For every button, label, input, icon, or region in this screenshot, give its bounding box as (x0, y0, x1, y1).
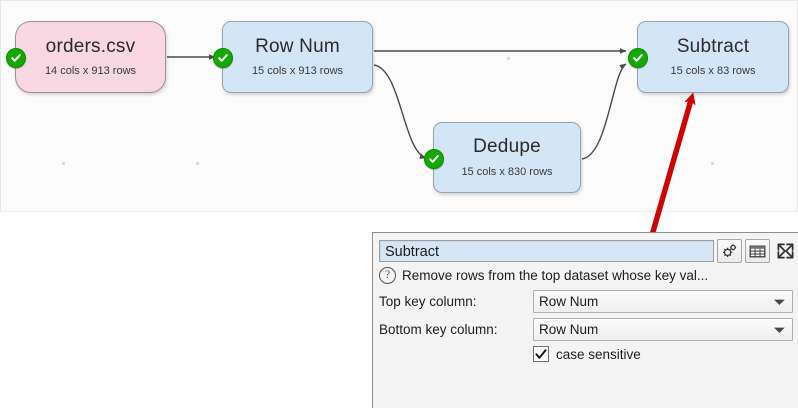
node-title: Subtract (676, 35, 750, 57)
status-ok-icon (6, 48, 26, 68)
node-subtitle: 14 cols x 913 rows (44, 65, 137, 78)
node-title: Dedupe (473, 136, 541, 158)
case-sensitive-label: case sensitive (556, 346, 641, 362)
settings-gears-icon[interactable] (717, 239, 742, 263)
checkmark-icon (535, 348, 547, 359)
node-title: orders.csv (45, 35, 136, 57)
status-ok-icon (628, 48, 648, 68)
chevron-down-icon (773, 294, 786, 309)
panel-title-row: Subtract (379, 239, 798, 263)
grid-dot (196, 162, 199, 165)
status-ok-icon (213, 48, 233, 68)
node-row-num[interactable]: Row Num 15 cols x 913 rows (213, 21, 373, 93)
grid-dot (62, 162, 65, 165)
node-subtitle: 15 cols x 913 rows (251, 65, 344, 78)
grid-dot (507, 57, 510, 60)
grid-dot (711, 162, 714, 165)
node-title: Row Num (255, 35, 340, 57)
top-key-column-combobox[interactable]: Row Num (533, 290, 793, 313)
node-subtract[interactable]: Subtract 15 cols x 83 rows (628, 21, 789, 93)
bottom-key-column-label: Bottom key column: (379, 322, 498, 337)
bottom-key-column-row: Bottom key column: Row Num (379, 318, 798, 341)
node-orders-csv[interactable]: orders.csv 14 cols x 913 rows (6, 21, 166, 93)
case-sensitive-row: case sensitive (379, 346, 798, 362)
top-key-column-label: Top key column: (379, 294, 477, 309)
bottom-key-column-value: Row Num (539, 322, 599, 337)
edge-rownum-to-dedupe (373, 64, 427, 159)
node-dedupe[interactable]: Dedupe 15 cols x 830 rows (424, 122, 581, 193)
status-ok-icon (424, 148, 444, 169)
node-name-input[interactable]: Subtract (379, 240, 714, 262)
node-subtitle: 15 cols x 830 rows (461, 165, 553, 178)
node-subtitle: 15 cols x 83 rows (670, 65, 756, 78)
flow-canvas[interactable]: orders.csv 14 cols x 913 rows Row Num 15… (0, 0, 798, 212)
edge-dedupe-to-subtract (581, 63, 627, 160)
table-grid-icon[interactable] (745, 239, 770, 263)
case-sensitive-checkbox[interactable] (533, 346, 549, 362)
top-key-column-value: Row Num (539, 294, 599, 309)
top-key-column-row: Top key column: Row Num (379, 290, 798, 313)
help-question-icon[interactable]: ? (379, 267, 396, 284)
bottom-key-column-combobox[interactable]: Row Num (533, 318, 793, 341)
help-row: ? Remove rows from the top dataset whose… (379, 267, 798, 284)
expand-icon[interactable] (773, 239, 798, 263)
properties-panel: Subtract (372, 232, 798, 408)
help-description: Remove rows from the top dataset whose k… (402, 268, 709, 283)
chevron-down-icon (773, 322, 786, 337)
